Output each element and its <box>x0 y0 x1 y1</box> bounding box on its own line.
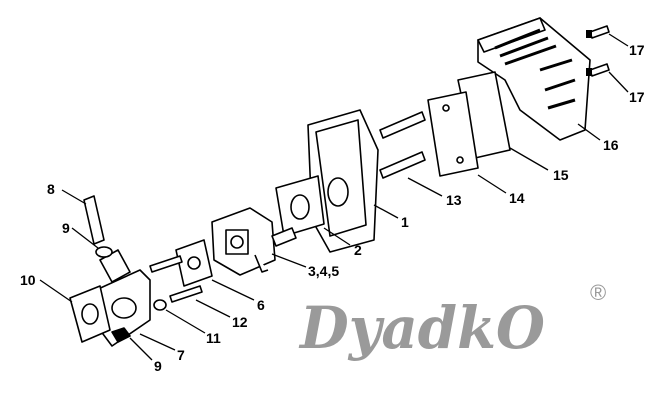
part-17-screw <box>586 25 610 39</box>
part-2-gasket <box>275 175 325 237</box>
part-12-screw <box>149 255 203 303</box>
label-10: 10 <box>20 272 36 288</box>
part-345-carburetor <box>211 207 297 276</box>
label-12: 12 <box>232 314 248 330</box>
filter-hole <box>442 104 450 112</box>
label-7: 7 <box>177 347 185 363</box>
label-3-4-5: 3,4,5 <box>308 263 339 279</box>
label-6: 6 <box>257 297 265 313</box>
filter-hole <box>456 156 464 164</box>
label-15: 15 <box>553 167 569 183</box>
label-9: 9 <box>154 358 162 374</box>
registered-mark: ® <box>590 280 606 305</box>
label-2: 2 <box>354 242 362 258</box>
part-9-nut <box>95 246 113 258</box>
part-14-filter <box>427 91 479 177</box>
label-16: 16 <box>603 137 619 153</box>
leader-lines <box>39 33 629 361</box>
part-1-base-plate <box>307 109 379 253</box>
label-17: 17 <box>629 89 645 105</box>
label-11: 11 <box>206 330 221 346</box>
part-10-gasket <box>69 285 111 343</box>
part-6-gasket <box>175 239 213 287</box>
label-14: 14 <box>509 190 525 206</box>
label-1: 1 <box>401 214 409 230</box>
part-16-carburetor-box-cover <box>477 17 591 141</box>
part-8-stud <box>83 195 105 245</box>
label-13: 13 <box>446 192 462 208</box>
watermark-logo: DyadkO <box>298 294 545 362</box>
label-9: 9 <box>62 220 70 236</box>
label-8: 8 <box>47 181 55 197</box>
part-17-screw <box>586 63 610 77</box>
part-11-washer <box>153 299 167 311</box>
part-9-nut <box>111 327 131 343</box>
part-13-screw <box>379 111 426 179</box>
label-17: 17 <box>629 42 645 58</box>
